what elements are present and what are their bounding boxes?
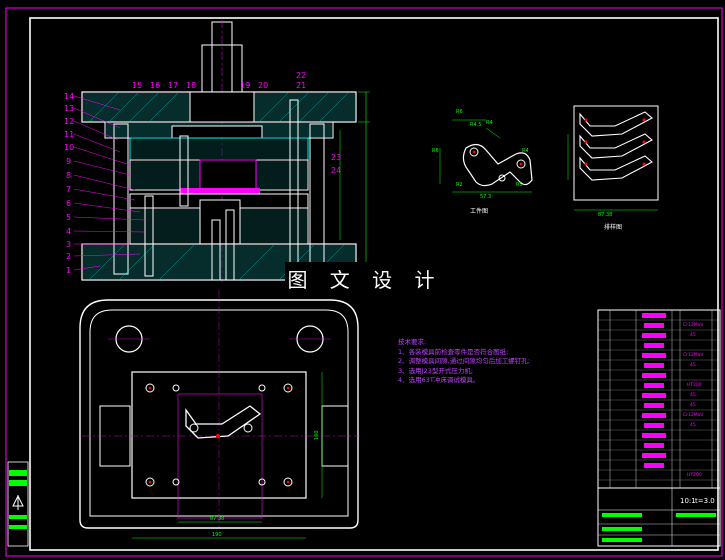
svg-text:45: 45 (690, 402, 696, 408)
svg-text:21: 21 (296, 81, 306, 90)
technical-notes: 技术要求: 1、各装模具前检查零件是否符合图纸; 2、调整模具间隙,通过间隙均匀… (398, 338, 598, 386)
note-item: 4、选用63T冲床调试模具。 (398, 376, 480, 385)
svg-text:11: 11 (64, 130, 74, 139)
svg-text:190: 190 (212, 532, 222, 538)
svg-text:16: 16 (150, 81, 160, 90)
svg-text:R6: R6 (432, 148, 439, 154)
svg-text:1: 1 (66, 266, 71, 275)
svg-text:13: 13 (64, 104, 74, 113)
svg-text:2: 2 (66, 252, 71, 261)
svg-text:R2: R2 (456, 182, 463, 188)
svg-text:18: 18 (186, 81, 196, 90)
svg-text:排样图: 排样图 (604, 223, 622, 231)
svg-text:14: 14 (64, 92, 74, 101)
svg-text:17: 17 (168, 81, 178, 90)
svg-text:R4.5: R4.5 (470, 122, 481, 128)
svg-text:工件图: 工件图 (470, 207, 488, 215)
svg-text:R4: R4 (522, 148, 529, 154)
svg-text:22: 22 (296, 71, 306, 80)
note-item: 1、各装模具前检查零件是否符合图纸; (398, 347, 509, 356)
svg-text:HT200: HT200 (687, 472, 702, 478)
part-labels-top: 15 16 17 18 19 20 21 22 (132, 71, 306, 90)
svg-text:45: 45 (690, 332, 696, 338)
svg-text:15: 15 (132, 81, 142, 90)
svg-text:8: 8 (66, 171, 71, 180)
inner-frame (29, 17, 719, 551)
svg-text:24: 24 (331, 166, 341, 175)
part-labels-right: 23 24 (331, 153, 341, 175)
svg-text:t=3.0: t=3.0 (695, 497, 715, 505)
watermark-title: 图 文 设 计 (285, 262, 445, 298)
svg-text:Cr12MoV: Cr12MoV (683, 322, 704, 328)
notes-heading: 技术要求: (398, 338, 427, 346)
svg-text:HT200: HT200 (687, 382, 702, 388)
svg-text:10: 10 (64, 143, 74, 152)
note-item: 3、选用J23型开式压力机; (398, 366, 474, 375)
svg-text:87.38: 87.38 (598, 212, 612, 218)
svg-text:45: 45 (690, 422, 696, 428)
svg-text:10:1: 10:1 (680, 497, 696, 505)
bom-table: Cr12MoV 45 Cr12MoV 45 HT200 45 45 Cr12Mo… (597, 309, 721, 489)
outer-border (5, 7, 723, 557)
left-title-strip (7, 461, 29, 547)
svg-text:9: 9 (66, 157, 71, 166)
svg-text:Cr12MoV: Cr12MoV (683, 352, 704, 358)
svg-text:160: 160 (314, 430, 320, 440)
part-labels-left: 14 13 12 11 10 9 8 7 6 5 4 3 2 1 (64, 92, 74, 275)
svg-text:57.3: 57.3 (480, 194, 491, 200)
svg-text:4: 4 (66, 227, 71, 236)
svg-text:Cr12MoV: Cr12MoV (683, 412, 704, 418)
svg-text:6: 6 (66, 199, 71, 208)
svg-text:20: 20 (258, 81, 268, 90)
svg-text:12: 12 (64, 117, 74, 126)
svg-text:45: 45 (690, 362, 696, 368)
svg-text:19: 19 (240, 81, 250, 90)
svg-text:45: 45 (690, 392, 696, 398)
svg-text:R6: R6 (456, 109, 463, 115)
svg-text:R4: R4 (486, 120, 493, 126)
plan-view: 190 87.38 160 (79, 290, 360, 539)
note-item: 2、调整模具间隙,通过间隙均匀后加工螺钉孔; (398, 357, 530, 366)
title-block: 10:1 t=3.0 (597, 487, 721, 547)
section-view (73, 20, 370, 282)
svg-text:R5: R5 (516, 182, 523, 188)
svg-text:87.38: 87.38 (210, 516, 224, 522)
svg-text:7: 7 (66, 185, 71, 194)
svg-text:3: 3 (66, 240, 71, 249)
svg-text:5: 5 (66, 213, 71, 222)
svg-text:23: 23 (331, 153, 341, 162)
strip-layout-view: 87.38 排样图 (567, 105, 659, 231)
